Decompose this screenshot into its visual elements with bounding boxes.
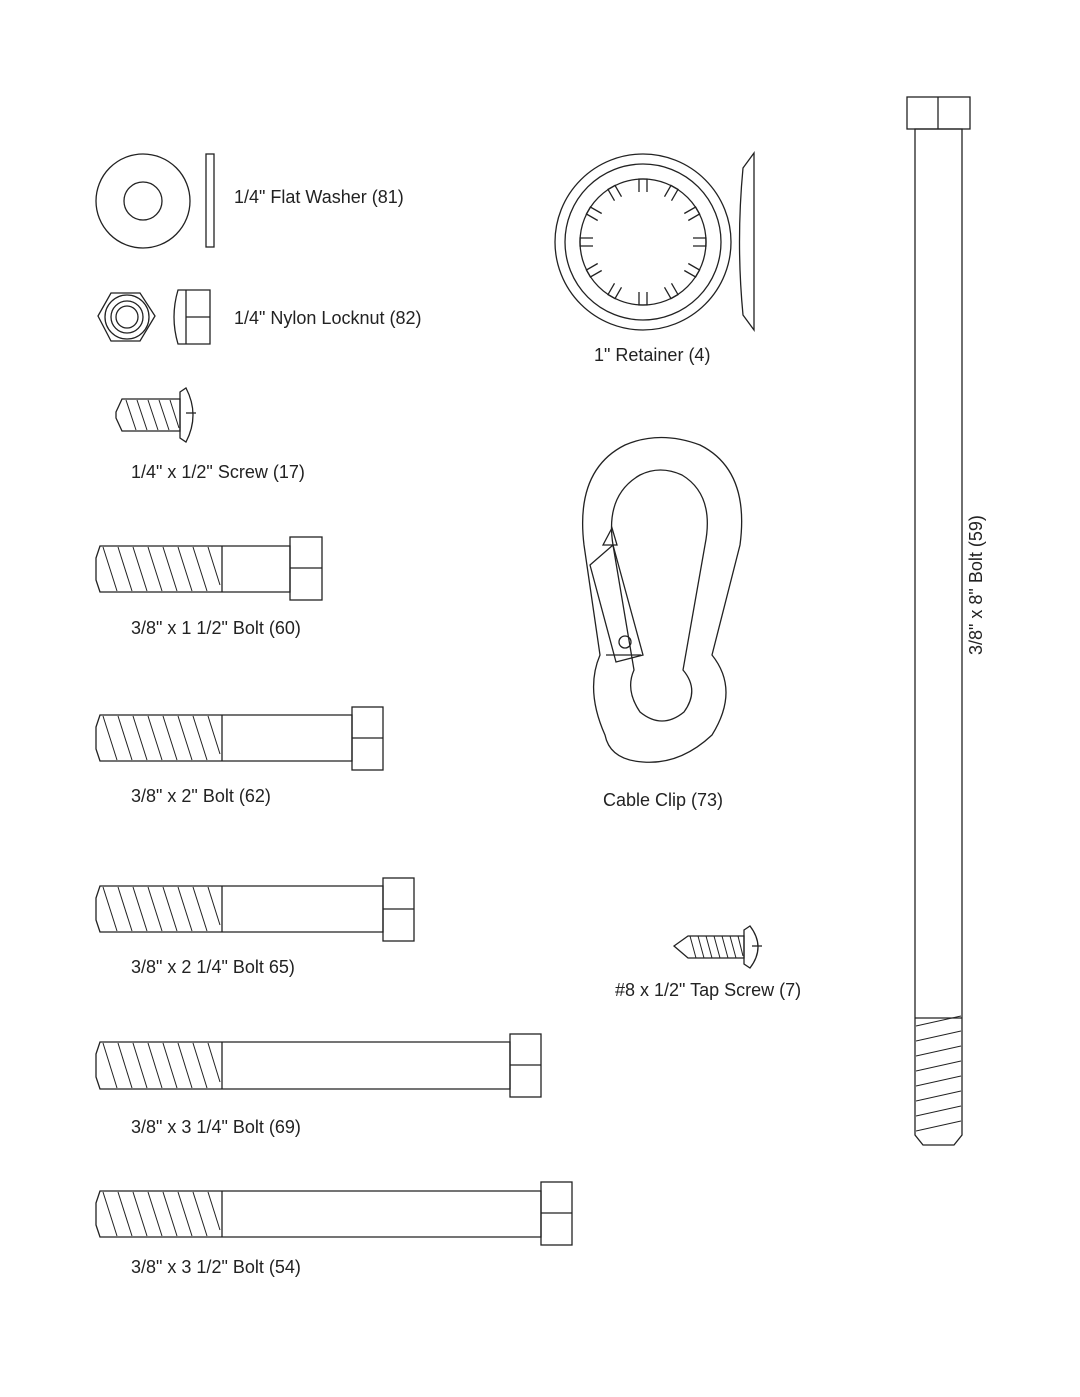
retainer-tooth (693, 237, 707, 247)
bolt-54-label: 3/8" x 3 1/2" Bolt (54) (131, 1257, 301, 1277)
tap-screw-label: #8 x 1/2" Tap Screw (7) (615, 980, 802, 1000)
nylon-locknut-drawing (97, 289, 211, 345)
retainer-tooth (585, 206, 603, 222)
nylon-locknut-label: 1/4" Nylon Locknut (82) (234, 308, 422, 328)
cable-clip-label: Cable Clip (73) (603, 790, 724, 810)
retainer-tooth (663, 282, 679, 300)
bolt-62-label: 3/8" x 2" Bolt (62) (131, 786, 271, 806)
retainer-tooth (683, 206, 701, 222)
bolt-59-label: 3/8" x 8" Bolt (59) (966, 515, 986, 655)
flat-washer-label: 1/4" Flat Washer (81) (234, 187, 404, 207)
retainer-tooth (585, 262, 603, 278)
bolt-69-drawing (95, 1033, 542, 1098)
tap-screw-drawing (672, 925, 762, 969)
retainer-tooth (663, 184, 679, 202)
retainer-label: 1" Retainer (4) (594, 345, 711, 365)
bolt-54-drawing (95, 1181, 573, 1246)
retainer-tooth (579, 237, 593, 247)
screw-17-label: 1/4" x 1/2" Screw (17) (131, 462, 305, 482)
bolt-60-label: 3/8" x 1 1/2" Bolt (60) (131, 618, 301, 638)
bolt-65-drawing (95, 877, 415, 942)
flat-washer-drawing (95, 153, 215, 249)
bolt-65-label: 3/8" x 2 1/4" Bolt 65) (131, 957, 295, 977)
retainer-tooth (638, 178, 648, 192)
bolt-59-drawing (906, 96, 971, 1146)
bolt-60-drawing (95, 536, 323, 601)
cable-clip-drawing (581, 436, 743, 763)
retainer-tooth (607, 282, 623, 300)
retainer-tooth (607, 184, 623, 202)
retainer-tooth (638, 292, 648, 306)
bolt-69-label: 3/8" x 3 1/4" Bolt (69) (131, 1117, 301, 1137)
bolt-62-drawing (95, 706, 384, 771)
retainer-drawing (554, 151, 755, 332)
screw-17-drawing (115, 387, 196, 443)
retainer-tooth (683, 262, 701, 278)
